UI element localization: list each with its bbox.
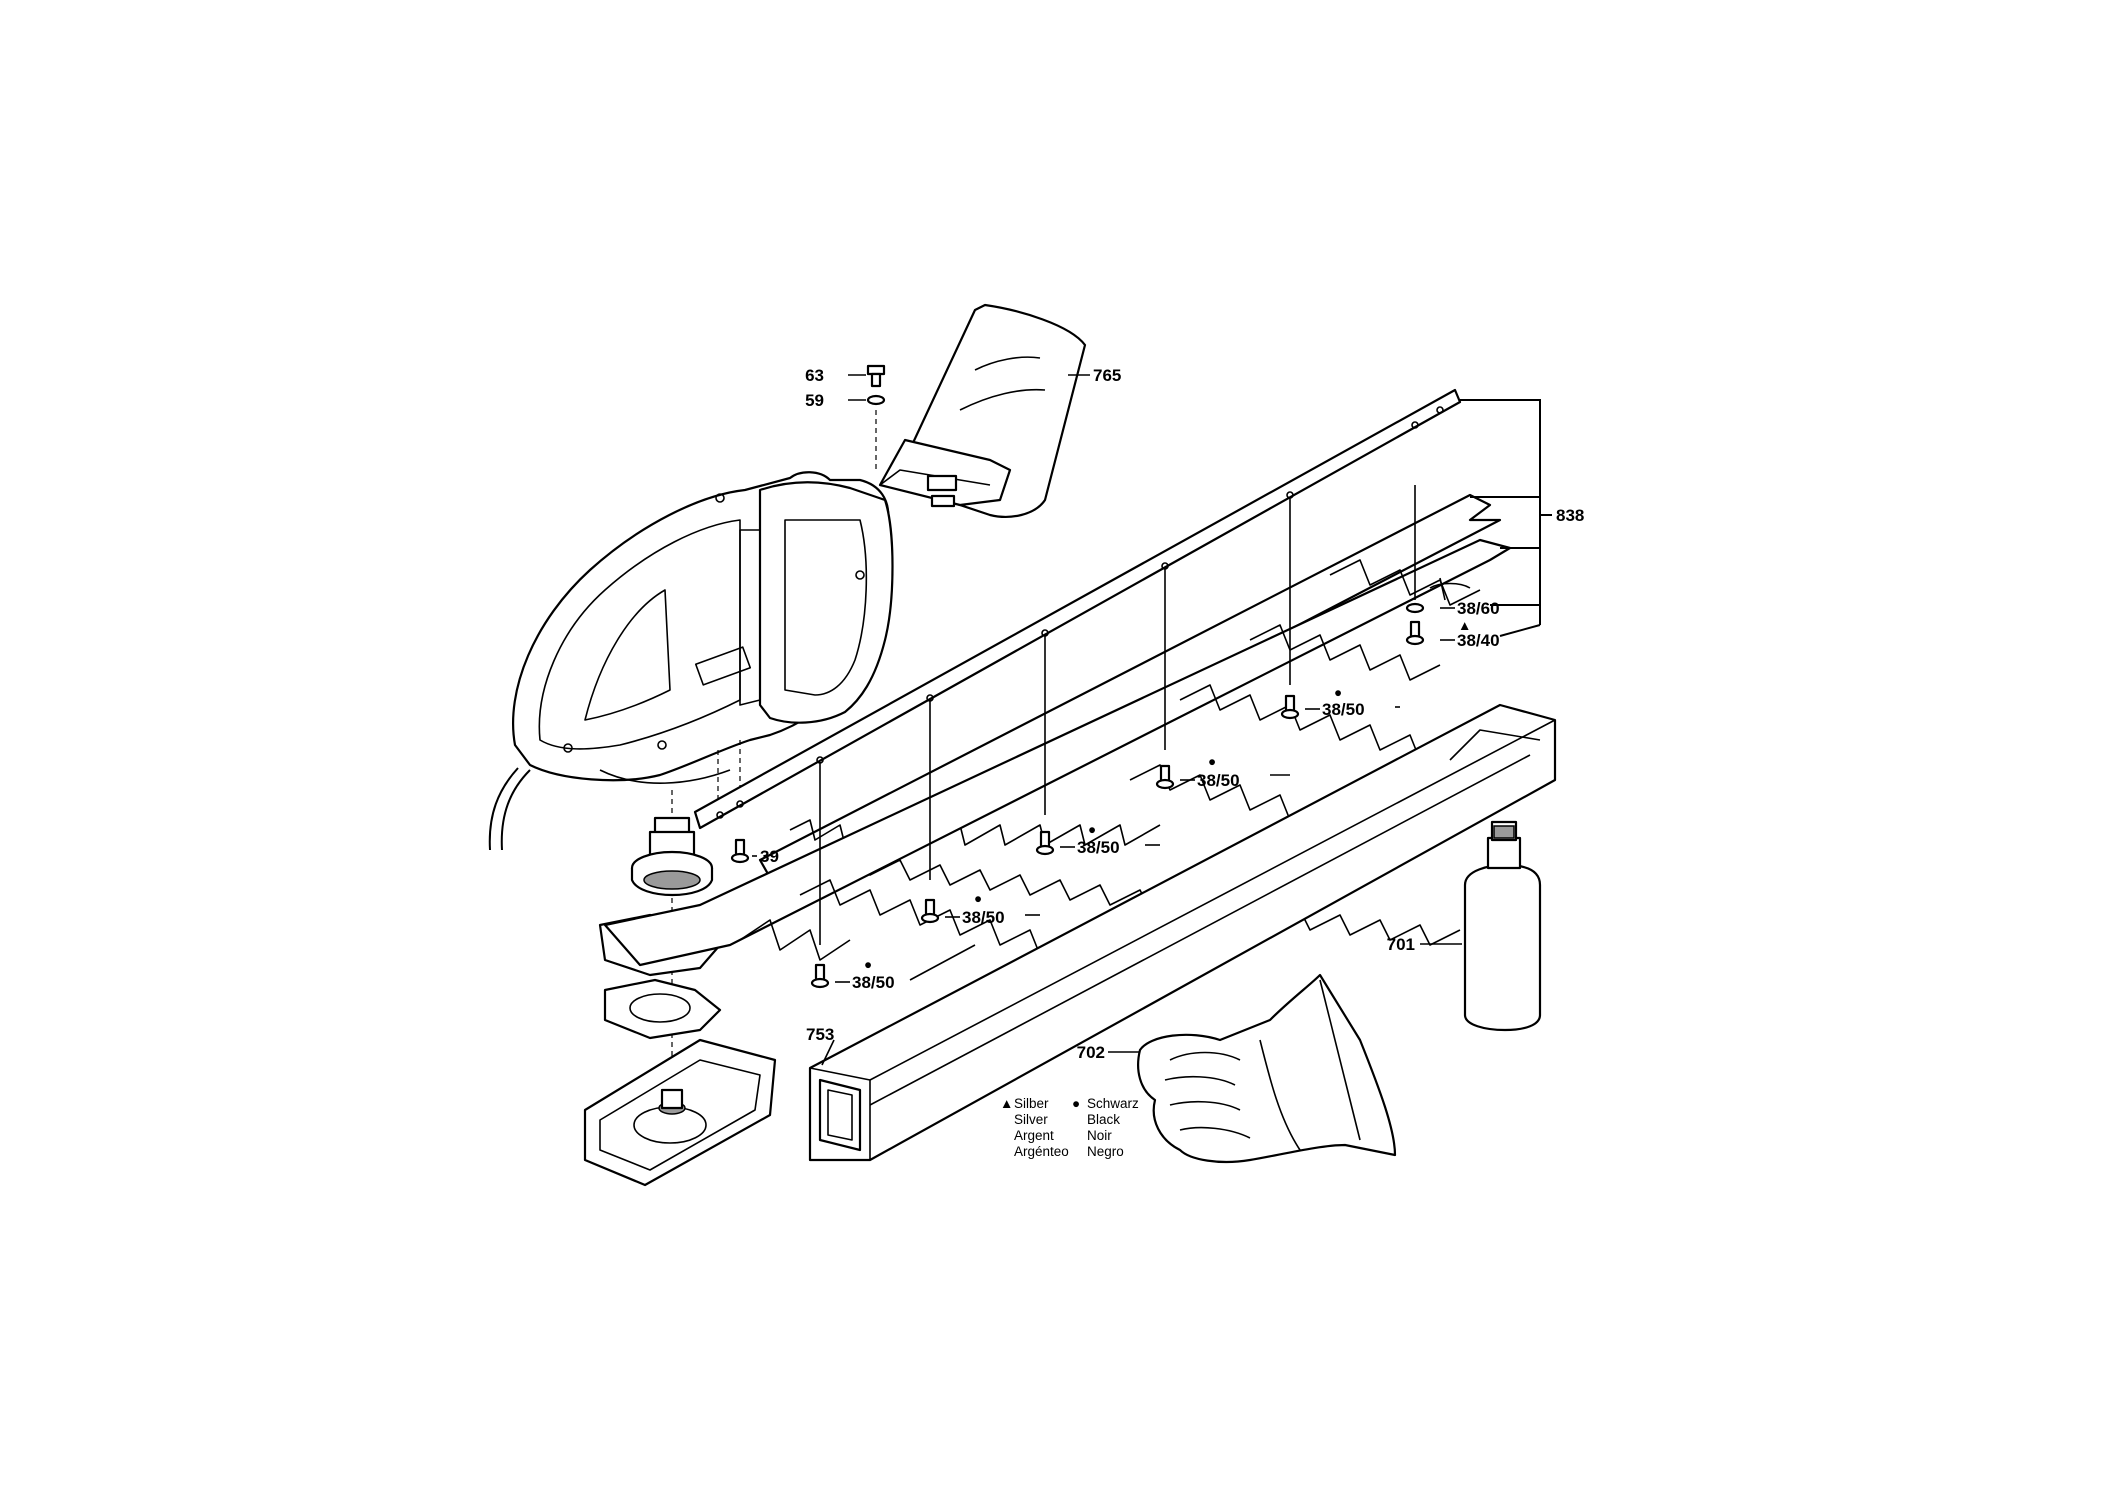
screw-38-50-a	[810, 963, 830, 989]
triangle-marker: ▲	[1458, 618, 1471, 633]
legend-silver-line-2: Silver	[1014, 1112, 1048, 1127]
legend-silver-line-3: Argent	[1014, 1128, 1054, 1143]
motor-housing	[488, 471, 894, 1100]
cutting-blade-lower	[603, 538, 1512, 967]
washer-38-60	[1405, 602, 1425, 614]
dot-marker-2: ●	[1208, 754, 1216, 769]
dot-marker-1: ●	[1334, 685, 1342, 700]
screw-38-40	[1405, 620, 1425, 646]
label-59: 59	[805, 391, 824, 410]
legend-black-line-4: Negro	[1087, 1144, 1124, 1159]
label-38-50-c: 38/50	[1077, 838, 1120, 857]
guard-screw	[866, 364, 886, 470]
label-38-60: 38/60	[1457, 599, 1500, 618]
oil-bottle	[1463, 820, 1542, 1032]
label-63: 63	[805, 366, 824, 385]
blade-assembly-bracket	[1460, 399, 1552, 637]
label-38-40: 38/40	[1457, 631, 1500, 650]
legend-black-line-2: Black	[1087, 1112, 1120, 1127]
label-753: 753	[806, 1025, 834, 1044]
label-765: 765	[1093, 366, 1121, 385]
dot-marker-3: ●	[1088, 822, 1096, 837]
blade-bar	[693, 388, 1462, 830]
gear-spindle	[630, 816, 714, 896]
leader-lines	[752, 374, 1462, 1066]
label-701: 701	[1387, 935, 1415, 954]
label-838: 838	[1556, 506, 1584, 525]
screw-38-50-d	[1155, 764, 1175, 790]
scabbard	[808, 703, 1557, 1162]
label-38-50-d: 38/50	[1197, 771, 1240, 790]
screws	[730, 577, 1471, 989]
legend-silver-line-4: Argénteo	[1014, 1144, 1069, 1159]
label-39: 39	[760, 847, 779, 866]
dot-marker-4: ●	[974, 891, 982, 906]
color-legend: ▲ Silber Silver Argent Argénteo ● Schwar…	[1000, 1096, 1139, 1159]
guide-lines	[819, 485, 1416, 945]
gloves	[1137, 973, 1397, 1164]
screw-38-50-c	[1035, 830, 1055, 856]
legend-silver-line-1: Silber	[1014, 1096, 1049, 1111]
screw-39	[730, 838, 750, 864]
screw-38-50-b	[920, 898, 940, 924]
legend-black-line-3: Noir	[1087, 1128, 1112, 1143]
blade-guard	[878, 303, 1087, 518]
legend-black-symbol: ●	[1072, 1096, 1080, 1111]
label-38-50-b: 38/50	[962, 908, 1005, 927]
spring-washer	[1429, 577, 1471, 601]
base-plates	[583, 913, 777, 1187]
legend-silver-symbol: ▲	[1000, 1096, 1013, 1111]
screw-38-50-e	[1280, 694, 1300, 720]
label-38-50-e: 38/50	[1322, 700, 1365, 719]
legend-black-line-1: Schwarz	[1087, 1096, 1139, 1111]
dot-marker-5: ●	[864, 957, 872, 972]
label-38-50-a: 38/50	[852, 973, 895, 992]
label-702: 702	[1077, 1043, 1105, 1062]
part-labels: 63 59 765 838 38/60 ▲ 38/40 ● 38/50 ● 38…	[760, 366, 1584, 1062]
